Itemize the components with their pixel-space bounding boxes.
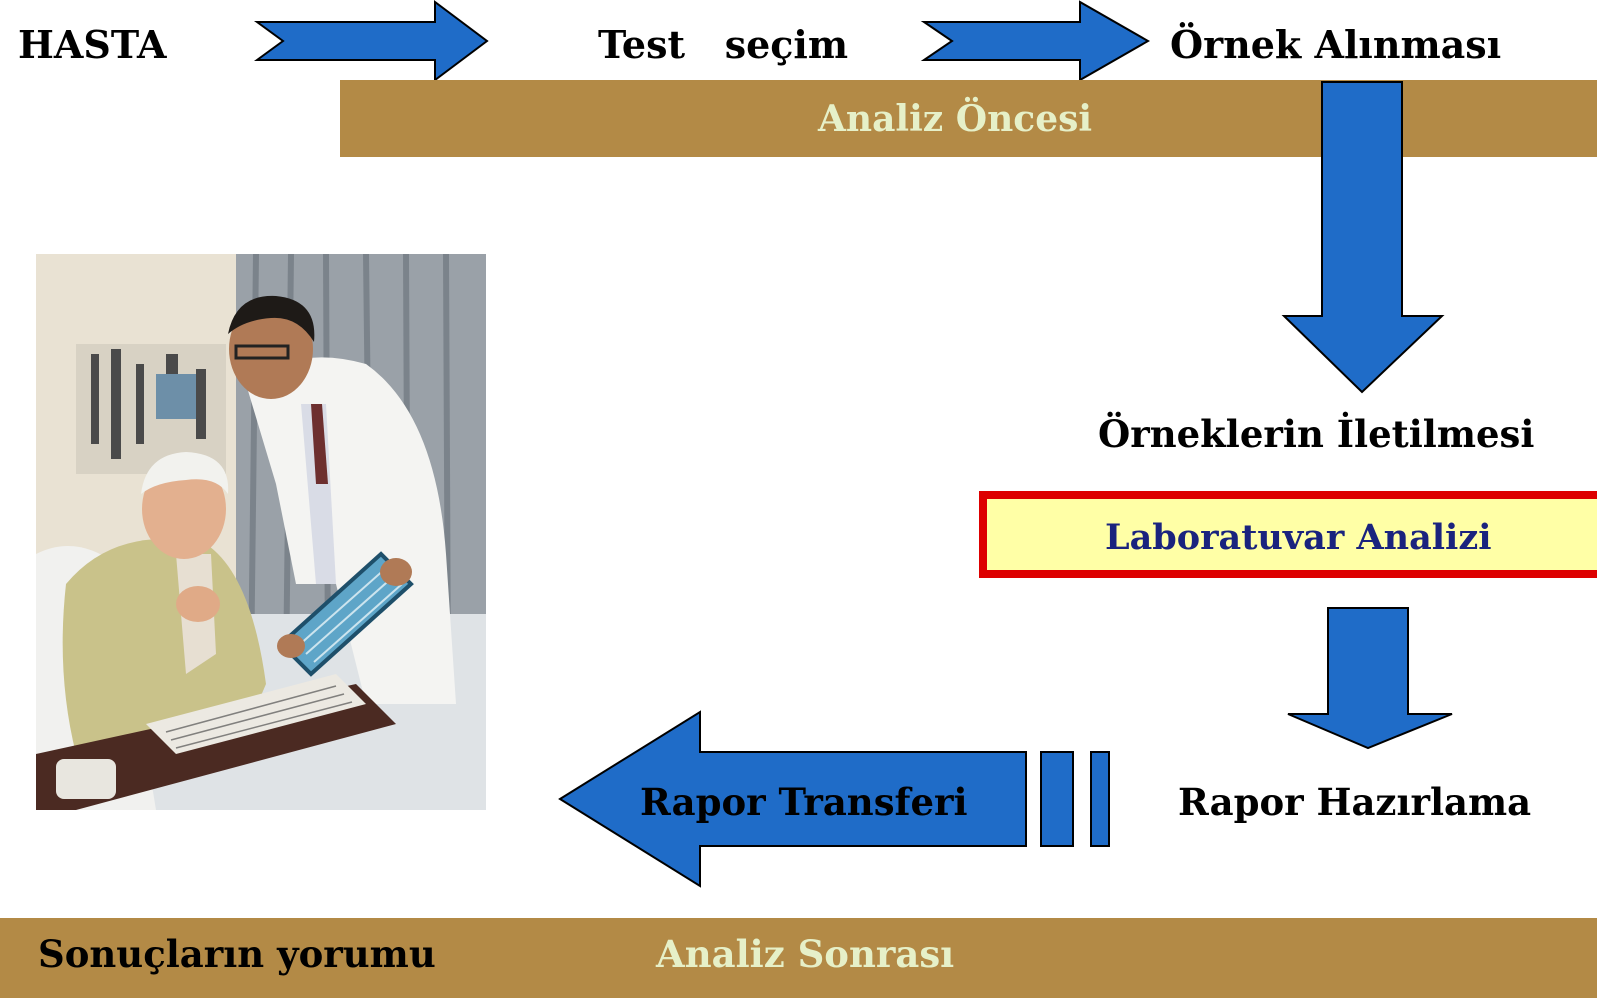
step-test-selection: Test seçim [598,22,849,67]
lab-analysis-label: Laboratuvar Analizi [1105,517,1492,558]
doctor-patient-illustration [36,254,486,810]
lab-analysis-box: Laboratuvar Analizi [979,491,1597,578]
step-report-preparation: Rapor Hazırlama [1178,780,1532,824]
down-arrow-2-icon [1287,607,1453,750]
left-arrow-icon [558,710,1110,888]
post-analytical-band [0,918,1597,998]
pre-analytical-label: Analiz Öncesi [818,98,1093,140]
right-arrow-1-icon [253,0,489,82]
pre-analytical-band-overlay [340,80,1597,157]
step-sample-transport: Örneklerin İletilmesi [1098,412,1535,456]
doctor-patient-photo [36,254,486,810]
step-sample-collection: Örnek Alınması [1170,22,1502,67]
result-interpretation-label: Sonuçların yorumu [38,932,436,976]
step-patient: HASTA [18,22,167,67]
down-arrow-1-icon [1281,81,1445,394]
step-report-transfer: Rapor Transferi [640,780,968,824]
right-arrow-2-icon [920,0,1151,82]
post-analytical-label: Analiz Sonrası [656,932,955,976]
